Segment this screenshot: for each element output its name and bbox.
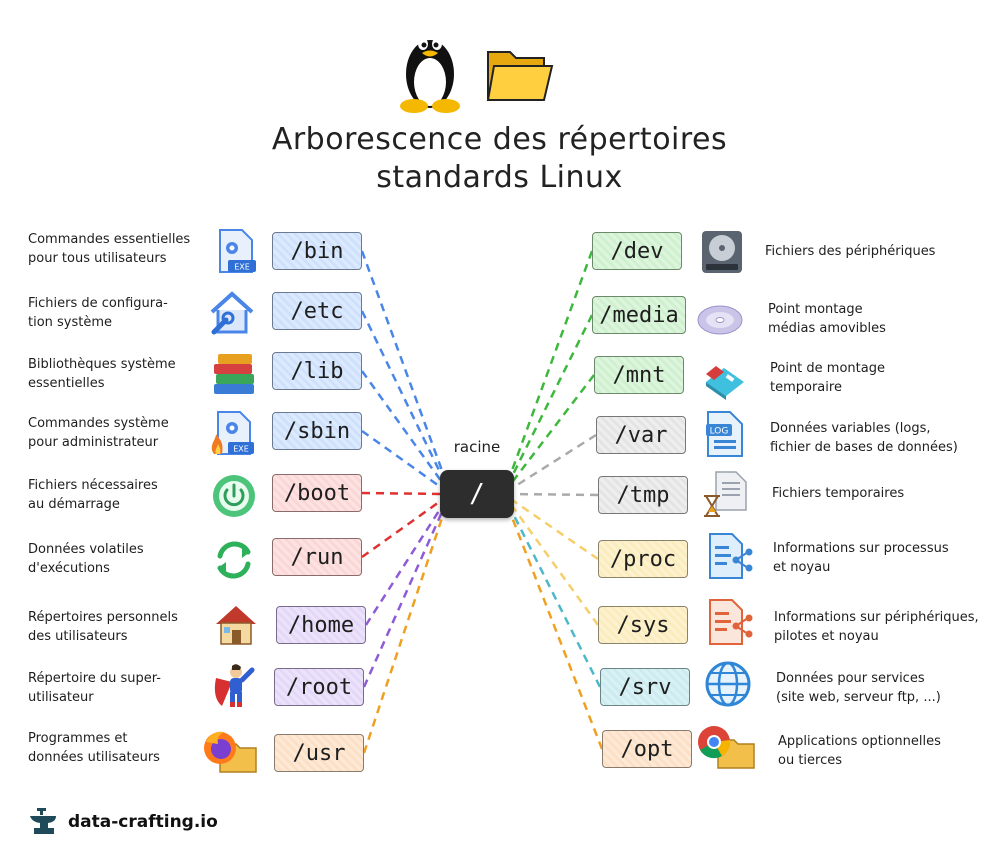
- dir-box-srv[interactable]: /srv: [600, 668, 690, 706]
- tmp-description: Fichiers temporaires: [772, 486, 905, 501]
- connector-home: [364, 502, 446, 626]
- house-icon: [216, 606, 256, 645]
- connector-boot: [361, 491, 445, 496]
- dir-box-proc[interactable]: /proc: [598, 540, 688, 578]
- connector-usr: [362, 511, 446, 754]
- dir-box-usr[interactable]: /usr: [274, 734, 364, 772]
- dir-box-lib[interactable]: /lib: [272, 352, 362, 390]
- srv-description: Données pour services(site web, serveur …: [776, 671, 941, 705]
- dir-box-sbin[interactable]: /sbin: [272, 412, 362, 450]
- connector-run: [361, 497, 445, 559]
- connector-root: [362, 506, 446, 688]
- sys-description: Informations sur périphériques,pilotes e…: [774, 610, 979, 644]
- dir-box-etc[interactable]: /etc: [272, 292, 362, 330]
- dir-box-media[interactable]: /media: [592, 296, 686, 334]
- dir-box-sys[interactable]: /sys: [598, 606, 688, 644]
- dev-description: Fichiers des périphériques: [765, 244, 936, 259]
- cd-disc-icon: [697, 305, 743, 335]
- process-doc-icon: [709, 533, 753, 579]
- usb-stick-icon: [706, 366, 744, 400]
- svg-text:LOG: LOG: [710, 427, 729, 437]
- books-icon: [214, 354, 254, 394]
- connector-mnt: [509, 374, 595, 486]
- root-directory-box[interactable]: /: [440, 470, 514, 518]
- refresh-arrows-icon: [217, 541, 251, 579]
- page-title-line2: standards Linux: [376, 160, 623, 195]
- superhero-icon: [214, 664, 255, 707]
- dir-box-boot[interactable]: /boot: [272, 474, 362, 512]
- dir-box-var[interactable]: /var: [596, 416, 686, 454]
- tux-penguin-icon: [400, 38, 460, 113]
- exe-file-icon: EXE: [219, 229, 256, 273]
- var-description: Données variables (logs,fichier de bases…: [770, 421, 958, 455]
- page-title-line1: Arborescence des répertoires: [271, 122, 728, 157]
- brand-name: data-crafting.io: [68, 812, 218, 832]
- connector-etc: [360, 310, 446, 482]
- hard-drive-icon: [702, 231, 742, 273]
- system-doc-icon: [709, 599, 753, 645]
- anvil-logo-icon: [30, 808, 56, 834]
- connector-lib: [360, 370, 446, 486]
- connector-bin: [360, 250, 446, 477]
- dir-box-home[interactable]: /home: [276, 606, 366, 644]
- connector-dev: [508, 250, 594, 477]
- connector-proc: [509, 497, 599, 561]
- dir-box-tmp[interactable]: /tmp: [598, 476, 688, 514]
- power-button-icon: [213, 475, 255, 517]
- dir-box-bin[interactable]: /bin: [272, 232, 362, 270]
- house-wrench-icon: [210, 291, 254, 335]
- firefox-folder-icon: [204, 731, 257, 773]
- log-file-icon: LOG: [706, 411, 743, 457]
- connector-tmp: [509, 492, 599, 497]
- root-label: racine: [453, 438, 501, 456]
- folder-icon: [486, 51, 554, 101]
- connector-srv: [508, 506, 602, 688]
- etc-description: Fichiers de configura-tion système: [28, 296, 168, 330]
- svg-text:EXE: EXE: [233, 445, 249, 454]
- dir-box-mnt[interactable]: /mnt: [594, 356, 684, 394]
- root-dir-description: Répertoire du super-utilisateur: [28, 671, 161, 705]
- dir-box-root[interactable]: /root: [274, 668, 364, 706]
- exe-file-fire-icon: EXE: [211, 411, 254, 455]
- connector-sbin: [361, 429, 445, 491]
- dir-box-opt[interactable]: /opt: [602, 730, 692, 768]
- globe-icon: [705, 661, 751, 707]
- connector-opt: [508, 511, 604, 750]
- connector-media: [508, 314, 594, 482]
- connector-var: [509, 433, 597, 491]
- dir-box-run[interactable]: /run: [272, 538, 362, 576]
- hourglass-file-icon: [704, 471, 747, 517]
- dir-box-dev[interactable]: /dev: [592, 232, 682, 270]
- connector-sys: [508, 502, 600, 626]
- chrome-folder-icon: [698, 726, 755, 769]
- svg-text:EXE: EXE: [234, 263, 250, 272]
